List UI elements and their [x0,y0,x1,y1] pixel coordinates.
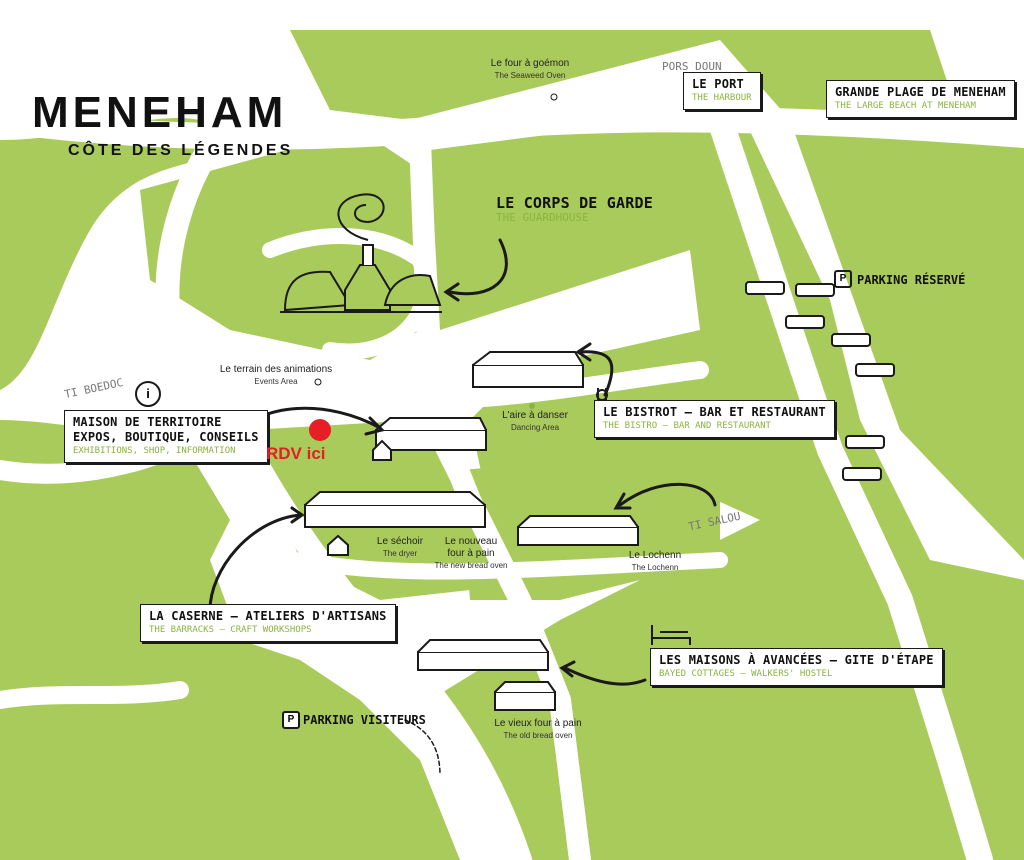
arrows [208,238,717,776]
guardhouse-drawing [280,193,442,313]
label-vieux-four: Le vieux four à pain The old bread oven [494,718,582,740]
label-nouveau-four: Le nouveau four à pain The new bread ove… [434,536,508,570]
dancing-area-marker [529,403,535,409]
pors-doun-handwritten: PORS DOUN [662,60,722,73]
meeting-point-label: RDV ici [266,444,326,463]
roads [0,106,1024,860]
brand-tagline: CÔTE DES LÉGENDES [68,142,294,159]
info-icon[interactable]: i [135,381,161,407]
label-corps-de-garde[interactable]: LE CORPS DE GARDE THE GUARDHOUSE [496,194,653,225]
bed-icon [651,625,691,645]
label-four-goemon: Le four à goémon The Seaweed Oven [490,58,570,80]
label-sechoir: Le séchoir The dryer [376,536,424,558]
label-caserne[interactable]: LA CASERNE – ATELIERS D'ARTISANS THE BAR… [140,604,396,642]
label-lochenn: Le Lochenn The Lochenn [628,550,682,572]
parking-visitors-label: PARKING VISITEURS [303,713,426,727]
meeting-point-marker [309,419,331,441]
label-aire-danser: L'aire à danser Dancing Area [502,410,568,432]
label-maison-territoire[interactable]: MAISON DE TERRITOIRE EXPOS, BOUTIQUE, CO… [64,410,268,463]
parking-icon-visitors: P [282,711,300,729]
car-icon [745,281,895,481]
label-grande-plage[interactable]: GRANDE PLAGE DE MENEHAM THE LARGE BEACH … [826,80,1015,118]
label-terrain: Le terrain des animations Events Area [219,364,333,386]
events-area-marker [314,378,322,386]
brand-title: MENEHAM [32,88,288,137]
label-bistrot[interactable]: LE BISTROT – BAR ET RESTAURANT THE BISTR… [594,400,835,438]
label-port[interactable]: LE PORT THE HARBOUR [683,72,761,110]
label-maisons-avancees[interactable]: LES MAISONS À AVANCÉES – GITE D'ÉTAPE BA… [650,648,943,686]
seaweed-oven-marker [550,93,558,101]
parking-icon-reserved: P [834,270,852,288]
buildings [304,351,639,711]
parking-reserved-label: PARKING RÉSERVÉ [857,273,966,287]
